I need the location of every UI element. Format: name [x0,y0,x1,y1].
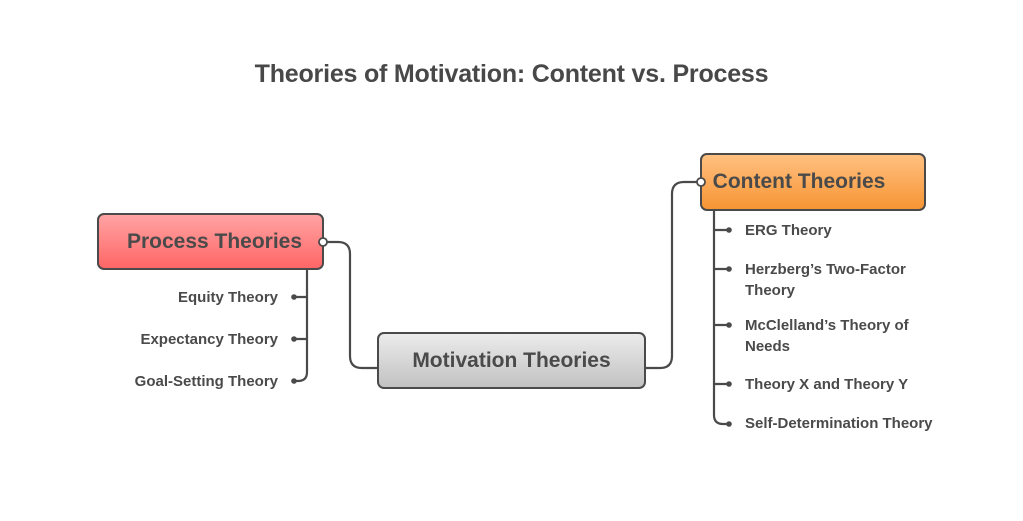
process-theories-label: Process Theories [126,229,303,253]
content-trunk [712,209,731,426]
bullet-dot [291,378,297,384]
content-theories-node[interactable]: Content Theories [700,153,926,211]
bullet-dot [726,227,732,233]
bullet-dot [726,381,732,387]
process-item-expectancy[interactable]: Expectancy Theory [140,331,278,348]
content-item-self-determination[interactable]: Self-Determination Theory [745,415,933,432]
link-central-content [644,180,703,370]
bullet-dot [291,336,297,342]
content-item-theory-xy[interactable]: Theory X and Theory Y [745,376,909,393]
diagram-title: Theories of Motivation: Content vs. Proc… [254,60,769,88]
port-process [318,237,328,247]
content-theories-label: Content Theories [712,170,886,193]
content-item-erg[interactable]: ERG Theory [745,222,832,239]
bullet-dot [291,294,297,300]
content-item-mcclelland[interactable]: McClelland’s Theory of Needs [745,317,909,355]
port-content [696,177,706,187]
bullet-dot [726,322,732,328]
content-item-herzberg[interactable]: Herzberg’s Two-Factor Theory [745,261,906,299]
process-trunk [292,268,309,383]
motivation-theories-node[interactable]: Motivation Theories [377,332,646,389]
link-central-process [321,240,379,370]
process-theories-node[interactable]: Process Theories [97,213,324,270]
motivation-theories-label: Motivation Theories [412,348,611,372]
process-item-goal-setting[interactable]: Goal-Setting Theory [134,373,278,390]
process-item-equity[interactable]: Equity Theory [177,289,278,306]
bullet-dot [726,421,732,427]
bullet-dot [726,266,732,272]
